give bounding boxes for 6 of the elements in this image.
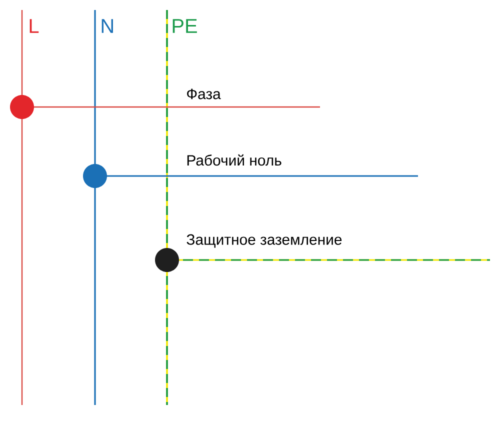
- wire-label: Защитное заземление: [186, 234, 342, 248]
- wire-letter: PE: [172, 19, 197, 33]
- wire-label: Рабочий ноль: [187, 154, 282, 166]
- wire-label: Фаза: [187, 88, 221, 100]
- wire-letter: N: [102, 19, 113, 33]
- wire-letter: L: [30, 19, 39, 33]
